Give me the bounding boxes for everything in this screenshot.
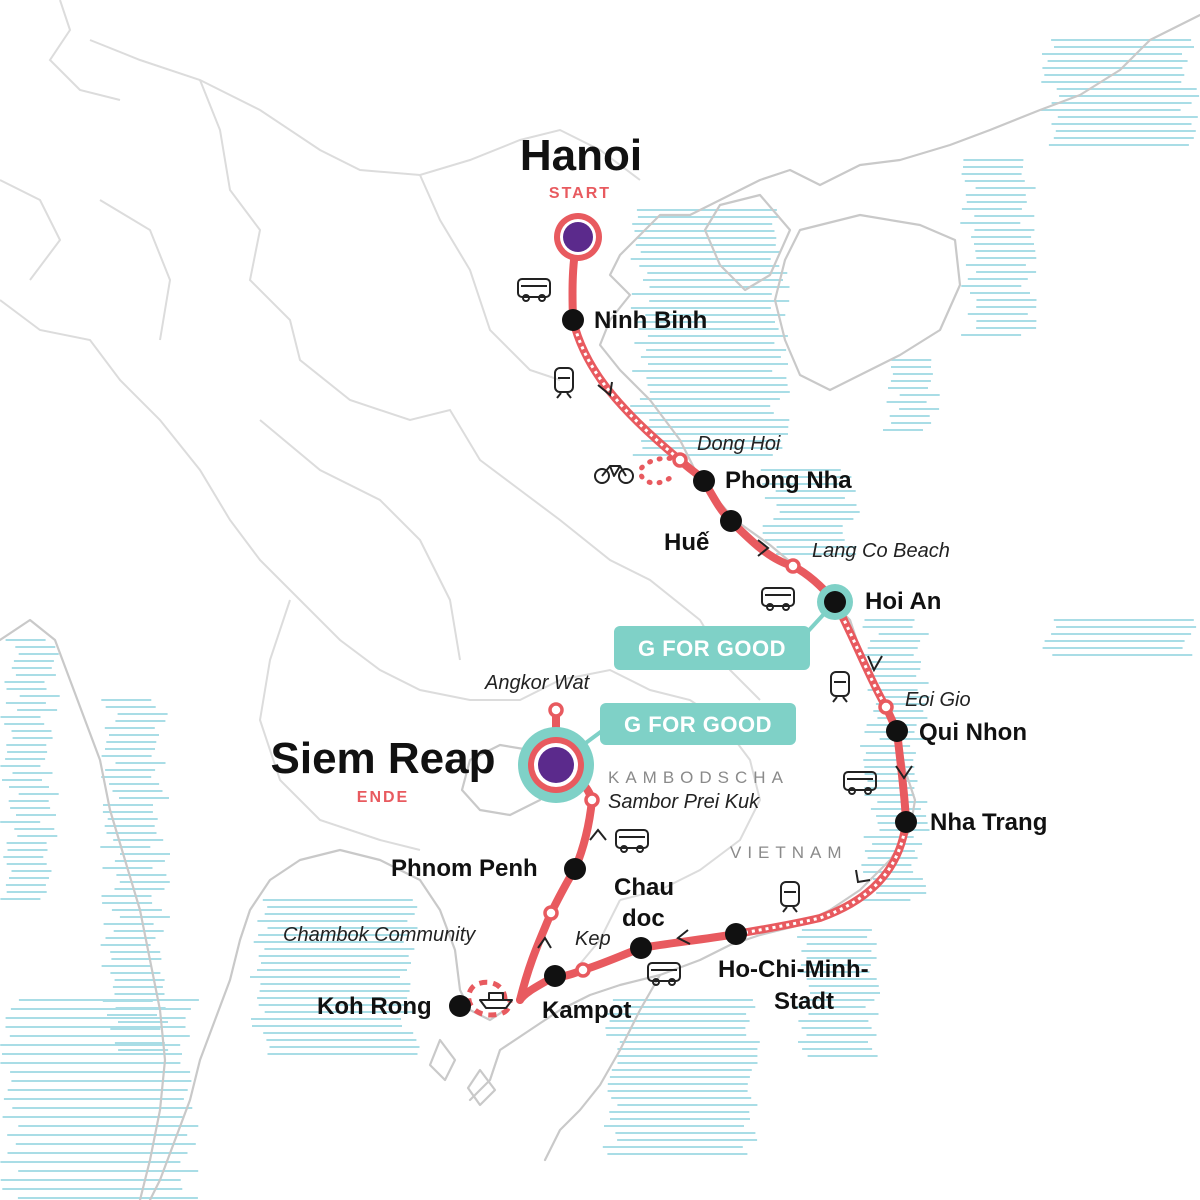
country-vietnam: VIETNAM [730,843,848,862]
good-badge-hoi-an[interactable]: G FOR GOOD [614,626,810,670]
country-borders [0,0,762,971]
label-chambok: Chambok Community [283,924,476,946]
phnom-penh-marker[interactable] [564,858,586,880]
good-badge-label: G FOR GOOD [638,636,786,661]
label-ninh-binh: Ninh Binh [594,307,707,334]
end-city-label: Siem Reap [271,734,496,783]
label-hcmc-1: Ho-Chi-Minh- [718,956,869,983]
good-badge-label: G FOR GOOD [624,712,772,737]
qui-nhon-marker[interactable] [886,720,908,742]
good-badge-siem-reap[interactable]: G FOR GOOD [600,703,796,745]
hue-marker[interactable] [720,510,742,532]
train-icon [780,881,800,913]
sambor-marker[interactable] [584,792,600,808]
dong-hoi-marker[interactable] [672,452,688,468]
bus-icon [615,829,649,853]
boat-icon [479,992,513,1009]
lang-co-marker[interactable] [785,558,801,574]
ninh-binh-marker[interactable] [562,309,584,331]
chau-doc-marker[interactable] [630,937,652,959]
label-phnom-penh: Phnom Penh [391,855,538,882]
label-hcmc-2: Stadt [774,988,834,1015]
chambok-marker[interactable] [543,905,559,921]
label-lang-co: Lang Co Beach [812,540,950,562]
country-cambodia: KAMBODSCHA [608,768,789,787]
arrow-2 [757,539,770,557]
transport-icons [479,278,877,1009]
bicycle-icon [594,465,634,484]
start-tag: START [549,185,611,202]
arrow-5 [855,869,871,884]
bus-icon [761,587,795,611]
hanoi-marker[interactable] [563,222,593,252]
bus-icon [647,962,681,986]
arrow-8 [537,936,552,949]
label-hue: Huế [664,529,710,556]
arrow-3 [867,655,883,673]
label-sambor: Sambor Prei Kuk [608,791,760,813]
label-angkor-wat: Angkor Wat [484,672,591,694]
angkor-wat-marker[interactable] [548,702,564,718]
labels: Hanoi START Siem Reap ENDE Ninh Binh Pho… [271,131,1048,1024]
label-kampot: Kampot [542,997,631,1024]
bus-icon [517,278,551,302]
start-city-label: Hanoi [520,131,642,180]
siem-reap-marker[interactable] [538,747,574,783]
label-eoi-gio: Eoi Gio [905,689,971,711]
arrow-4 [895,765,913,780]
phong-nha-marker[interactable] [693,470,715,492]
train-icon [554,367,574,399]
kampot-marker[interactable] [544,965,566,987]
label-phong-nha: Phong Nha [725,467,852,494]
hcmc-marker[interactable] [725,923,747,945]
arrow-7 [589,828,607,841]
label-kep: Kep [575,928,611,950]
label-hoi-an: Hoi An [865,588,941,615]
bus-icon [843,771,877,795]
label-nha-trang: Nha Trang [930,809,1047,836]
eoi-gio-marker[interactable] [878,699,894,715]
label-dong-hoi: Dong Hoi [697,433,781,455]
nha-trang-marker[interactable] [895,811,917,833]
sea-hatching [0,39,1200,1199]
stop-markers [449,213,917,1017]
koh-rong-marker[interactable] [449,995,471,1017]
direction-arrows [537,381,913,949]
label-koh-rong: Koh Rong [317,993,432,1020]
arrow-1 [597,381,613,397]
label-qui-nhon: Qui Nhon [919,719,1027,746]
kep-marker[interactable] [575,962,591,978]
arrow-6 [676,929,691,945]
label-chau-doc-2: doc [622,905,665,932]
end-tag: ENDE [357,789,409,806]
label-chau-doc-1: Chau [614,874,674,901]
hoi-an-marker[interactable] [824,591,846,613]
train-icon [830,671,850,703]
